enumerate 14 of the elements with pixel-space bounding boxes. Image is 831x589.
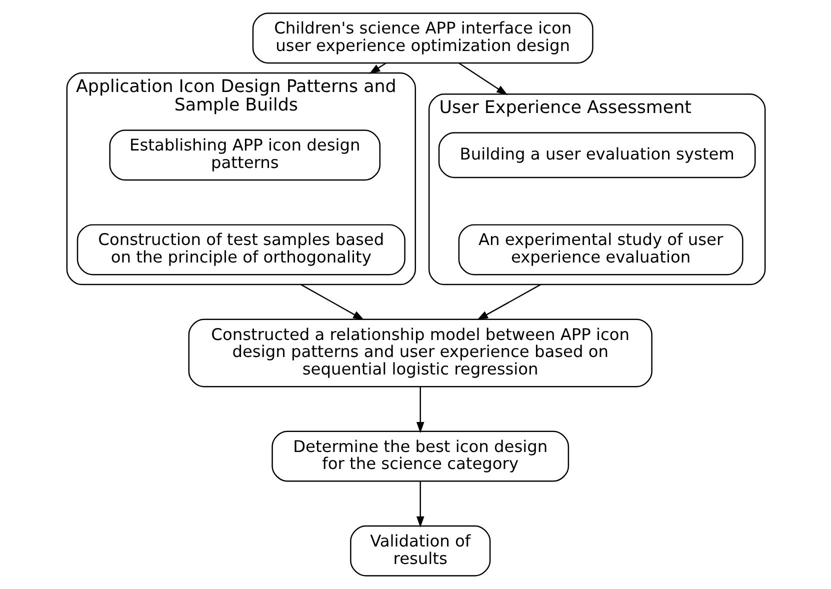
node-box: Children's science APP interface icon user experience optimization design bbox=[252, 12, 593, 64]
node-box: Establishing APP icon design patterns bbox=[108, 130, 380, 181]
node-box: Constructed a relationship model between APP icon design patterns and user experience based on sequential logistic regression bbox=[188, 318, 652, 388]
arrow bbox=[416, 481, 424, 528]
node-box: An experimental study of user experience evaluation bbox=[458, 224, 743, 276]
node-box: Determine the best icon design for the science category bbox=[271, 430, 569, 482]
arrow bbox=[458, 62, 508, 96]
arrow bbox=[416, 386, 424, 434]
node-box: Validation of results bbox=[350, 525, 490, 576]
node-box: Building a user evaluation system bbox=[438, 132, 756, 178]
node-box: Construction of test samples based on the principle of orthogonality bbox=[76, 224, 405, 276]
arrow bbox=[368, 62, 386, 74]
arrow bbox=[300, 284, 364, 320]
arrow bbox=[476, 284, 540, 320]
